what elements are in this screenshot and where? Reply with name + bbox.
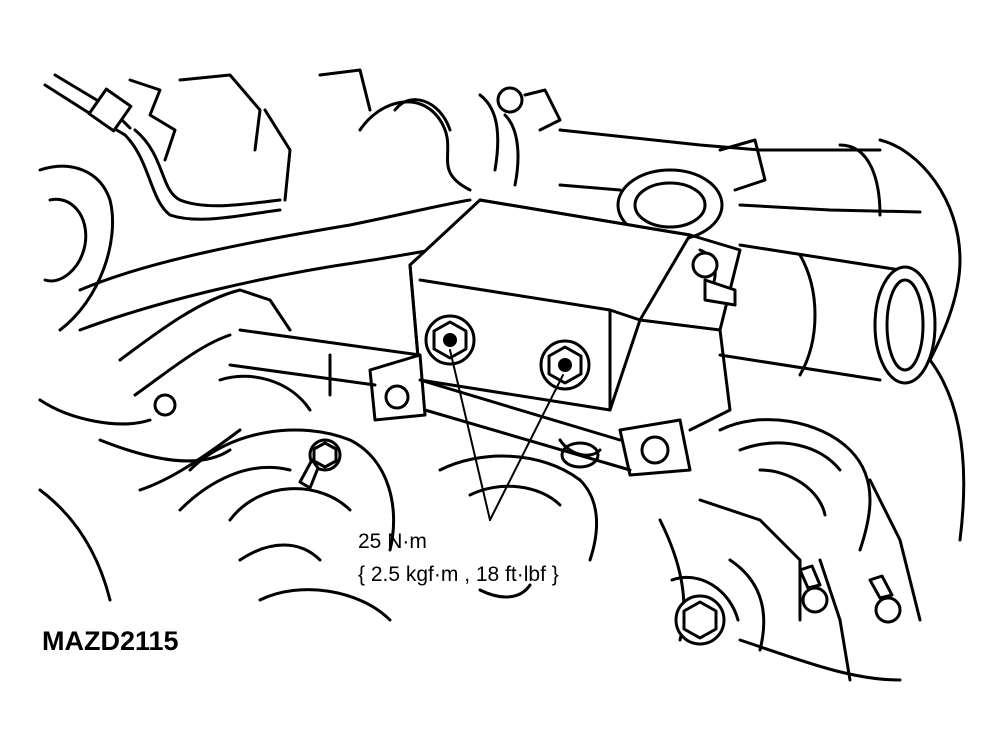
wiring-harness bbox=[43, 73, 282, 221]
bolt-mount-right bbox=[539, 339, 591, 391]
lower-components bbox=[188, 428, 602, 622]
hose bbox=[78, 86, 562, 332]
bolt-lower-right bbox=[670, 575, 740, 646]
bolt-far-right-2 bbox=[868, 574, 902, 624]
engine-block-left bbox=[38, 68, 372, 426]
engine-mount-bracket bbox=[408, 198, 742, 432]
transmission-housing bbox=[658, 358, 966, 682]
bolt-left-support bbox=[298, 438, 342, 490]
torque-value-si: 25 N·m bbox=[358, 530, 427, 553]
mounting-arm bbox=[228, 328, 692, 477]
figure-id: MAZD2115 bbox=[42, 626, 179, 656]
coolant-pipe bbox=[558, 128, 962, 362]
pipe-cylinder bbox=[718, 243, 937, 385]
leader-lines bbox=[449, 349, 564, 521]
bolt-far-right-1 bbox=[798, 564, 829, 614]
engine-support-left bbox=[38, 288, 312, 602]
bolt-mount-left bbox=[424, 314, 476, 366]
torque-value-alt: { 2.5 kgf·m , 18 ft·lbf } bbox=[358, 563, 559, 586]
